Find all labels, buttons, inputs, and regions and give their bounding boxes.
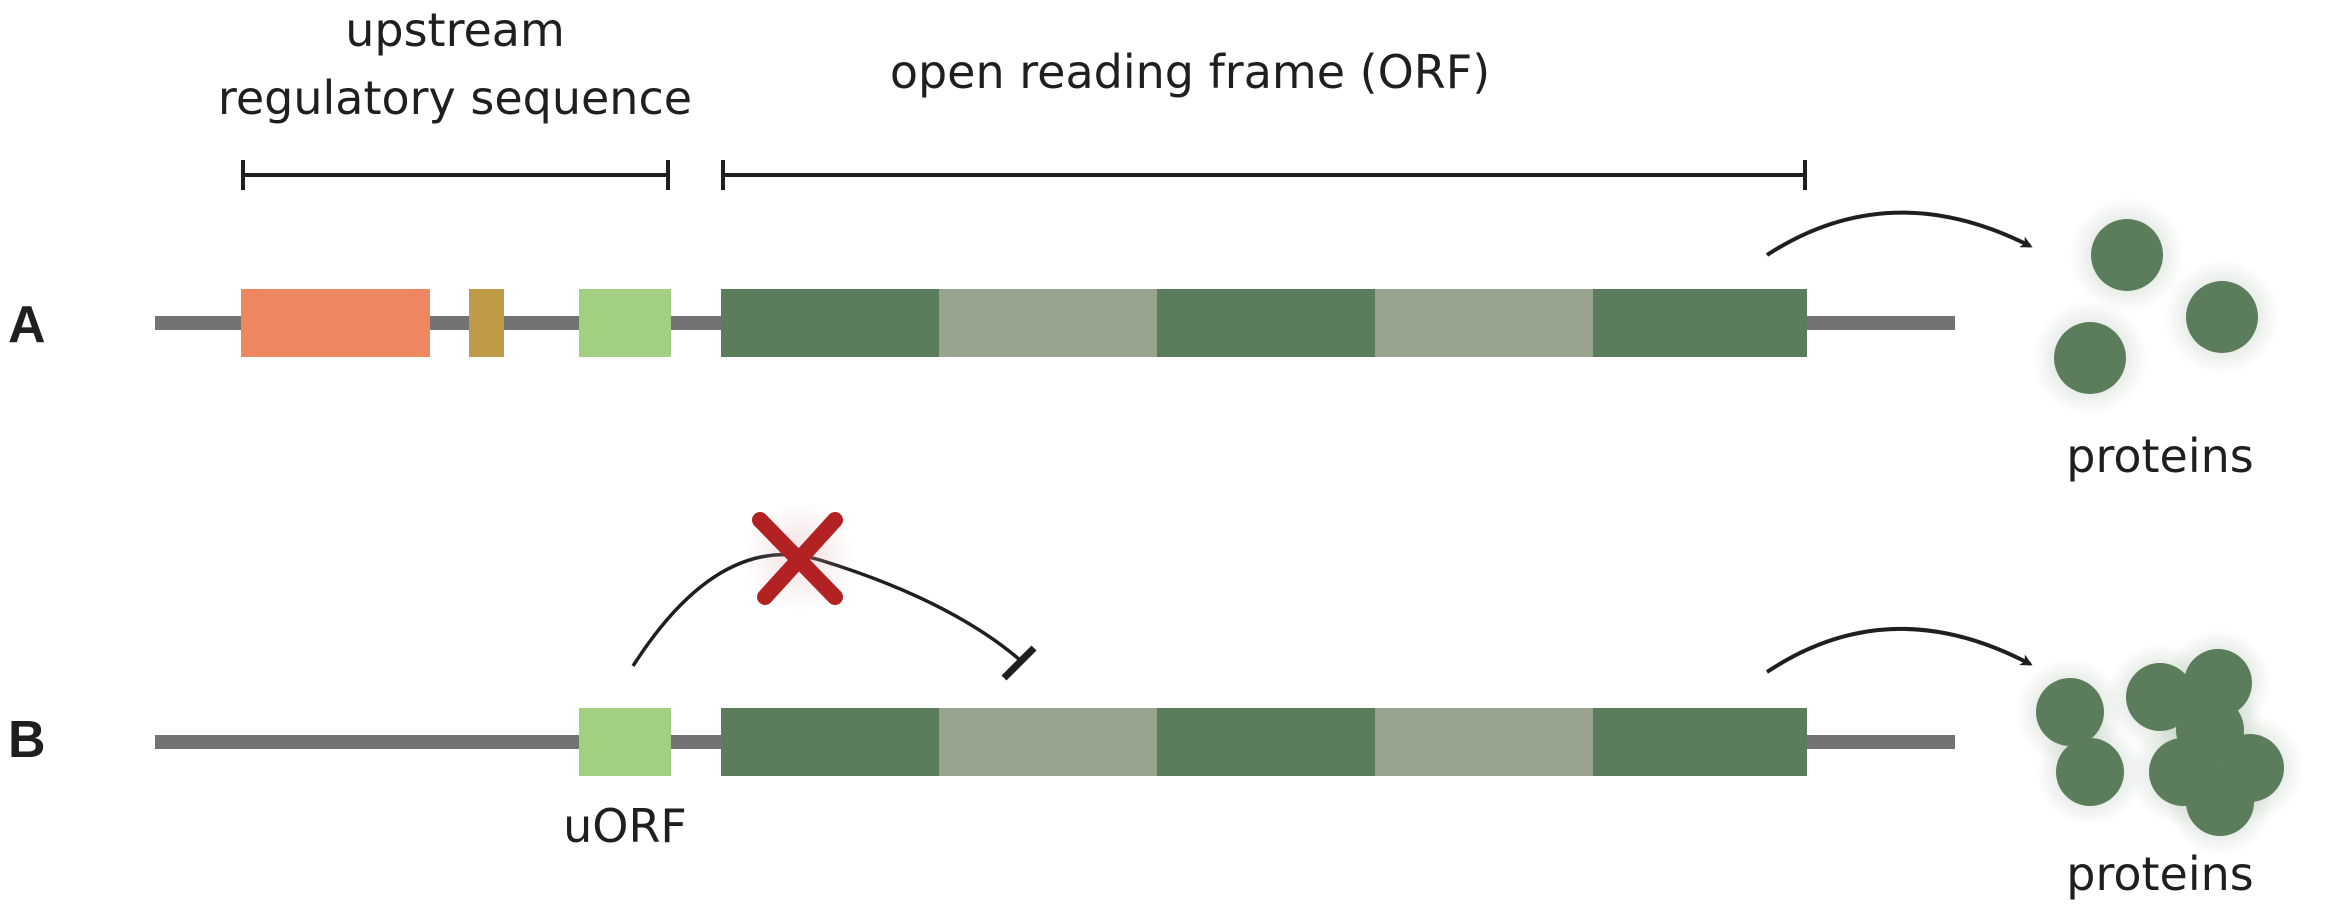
uorf-label: uORF bbox=[563, 799, 687, 853]
upstream-label-line1: upstream bbox=[345, 3, 565, 57]
orf-blocks-b bbox=[721, 708, 1807, 776]
orf-segment bbox=[1375, 708, 1593, 776]
row-b-label: B bbox=[8, 711, 46, 769]
protein-circle bbox=[2184, 649, 2252, 717]
protein-circle bbox=[2056, 738, 2124, 806]
orf-bracket bbox=[721, 160, 1807, 190]
orf-segment bbox=[939, 708, 1157, 776]
orf-segment bbox=[721, 708, 939, 776]
protein-circle bbox=[2186, 768, 2254, 836]
proteins-label-b: proteins bbox=[2066, 847, 2253, 901]
orf-segment bbox=[1375, 289, 1593, 357]
orf-segment bbox=[1157, 708, 1375, 776]
orf-segment bbox=[1593, 708, 1807, 776]
protein-circle bbox=[2126, 663, 2194, 731]
protein-circle bbox=[2186, 281, 2258, 353]
protein-circle bbox=[2054, 322, 2126, 394]
curved-arrow-icon bbox=[1765, 210, 2033, 257]
orf-segment bbox=[1593, 289, 1807, 357]
protein-circle bbox=[2036, 678, 2104, 746]
upstream-label-line2: regulatory sequence bbox=[218, 71, 692, 125]
red-x-icon bbox=[745, 502, 855, 612]
orf-blocks-a bbox=[721, 289, 1807, 357]
tan-regulatory-element bbox=[469, 289, 504, 357]
proteins-cluster-b bbox=[2016, 629, 2304, 856]
row-a-label: A bbox=[8, 296, 46, 354]
proteins-label-a: proteins bbox=[2066, 429, 2253, 483]
orange-regulatory-element bbox=[241, 289, 430, 357]
orf-segment bbox=[1157, 289, 1375, 357]
curved-arrow-icon bbox=[1765, 627, 2033, 674]
orf-label: open reading frame (ORF) bbox=[890, 45, 1490, 99]
upstream-bracket bbox=[241, 160, 670, 190]
protein-circle bbox=[2091, 219, 2163, 291]
orf-segment bbox=[721, 289, 939, 357]
uorf-block-b bbox=[579, 708, 671, 776]
proteins-cluster-a bbox=[2032, 197, 2280, 416]
orf-segment bbox=[939, 289, 1157, 357]
uorf-block-a bbox=[579, 289, 671, 357]
